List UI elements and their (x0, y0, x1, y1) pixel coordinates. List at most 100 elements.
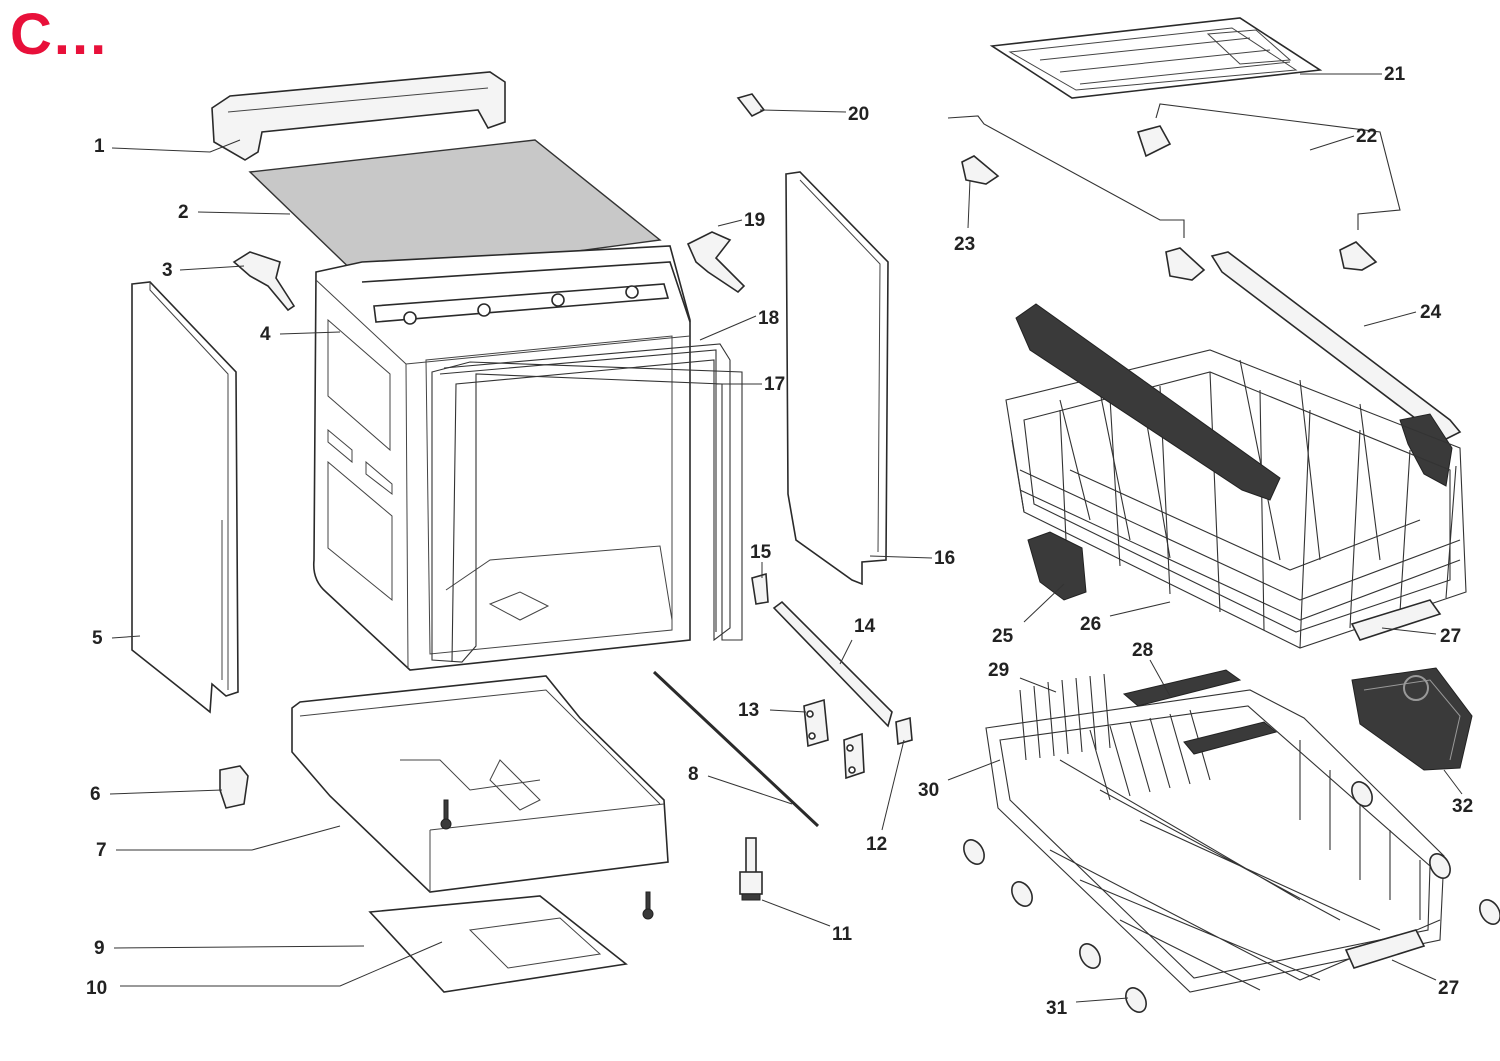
control-knobs (403, 285, 639, 325)
callout-25: 25 (992, 626, 1014, 647)
callout-7: 7 (96, 840, 107, 861)
part-door-seal (443, 343, 731, 663)
part-rod (652, 670, 820, 828)
callout-4: 4 (260, 324, 271, 345)
part-bracket-left (232, 251, 296, 312)
callout-20: 20 (848, 104, 869, 125)
part-rack-holders (961, 125, 1378, 281)
leader-11 (761, 899, 831, 927)
part-foot-screw (739, 837, 763, 901)
part-cutlery-tray (989, 17, 1323, 99)
part-handle-upper (1350, 599, 1442, 641)
callout-23: 23 (954, 234, 975, 255)
diagram-title: C... (10, 2, 109, 67)
callout-21: 21 (1384, 64, 1406, 85)
callout-12: 12 (866, 834, 887, 855)
leader-27b (1391, 959, 1437, 981)
part-hinge-brackets (803, 698, 865, 780)
callout-5: 5 (92, 628, 103, 649)
part-valve (219, 765, 249, 809)
part-cup-rack (1122, 669, 1242, 707)
leader-31 (1075, 997, 1129, 1003)
callout-14: 14 (854, 616, 876, 637)
callout-30: 30 (918, 780, 939, 801)
callout-18: 18 (758, 308, 779, 329)
part-side-panel-right (785, 171, 889, 586)
callout-22: 22 (1356, 126, 1377, 147)
leader-9 (113, 945, 365, 949)
leader-5 (111, 635, 141, 639)
callout-19: 19 (744, 210, 765, 231)
part-tub-cabinet (312, 245, 691, 671)
callout-29: 29 (988, 660, 1009, 681)
part-base-tray (291, 675, 669, 893)
leader-25 (1023, 583, 1065, 623)
leader-26 (1109, 601, 1171, 617)
part-adjuster (1027, 531, 1087, 601)
leader-8 (707, 775, 793, 805)
callout-15: 15 (750, 542, 772, 563)
part-rail-wire (1155, 103, 1401, 230)
callout-17: 17 (764, 374, 785, 395)
leader-30 (947, 759, 1001, 781)
part-basket-spray-arm (1015, 303, 1281, 501)
leader-23 (967, 179, 971, 229)
leader-16 (869, 555, 933, 559)
leader-22 (1309, 135, 1355, 151)
callout-32: 32 (1452, 796, 1473, 817)
callout-31: 31 (1046, 998, 1068, 1019)
leader-24 (1363, 311, 1417, 327)
callout-10: 10 (86, 978, 107, 999)
part-door-strip (772, 600, 893, 728)
leader-28 (1149, 659, 1171, 697)
part-wheels (963, 781, 1500, 1013)
leader-27a (1381, 627, 1437, 635)
leader-12 (881, 739, 905, 831)
leader-7 (116, 825, 341, 851)
part-top-panel (248, 139, 662, 281)
part-lower-clips (1183, 721, 1278, 755)
callout-24: 24 (1420, 302, 1442, 323)
callout-11: 11 (832, 924, 853, 945)
leader-4 (279, 331, 341, 335)
leader-14 (839, 639, 853, 665)
leader-18 (699, 315, 757, 341)
leader-13 (769, 709, 807, 713)
part-handle-lower (1344, 929, 1426, 969)
callout-8: 8 (688, 764, 699, 785)
callout-layer: 1 2 3 4 5 6 7 8 9 10 11 12 13 (86, 64, 1473, 1019)
leader-6 (109, 789, 223, 795)
callout-27b: 27 (1438, 978, 1459, 999)
leader-2 (197, 211, 291, 215)
leader-19 (717, 219, 743, 227)
callout-26: 26 (1080, 614, 1101, 635)
part-bottom-cover (368, 895, 628, 993)
part-bracket-right (686, 231, 746, 294)
part-spray-rail (1210, 251, 1462, 487)
callout-3: 3 (162, 260, 173, 281)
callout-1: 1 (94, 136, 105, 157)
part-lower-basket (985, 673, 1445, 993)
callout-16: 16 (934, 548, 955, 569)
part-hinge-clip (751, 572, 769, 605)
callout-2: 2 (178, 202, 189, 223)
leader-20 (759, 109, 847, 113)
callout-28: 28 (1132, 640, 1153, 661)
callout-6: 6 (90, 784, 101, 805)
part-hinge-pin (895, 716, 913, 746)
part-upper-basket (1005, 349, 1467, 649)
part-clip (736, 93, 766, 118)
callout-13: 13 (738, 700, 759, 721)
leader-10 (120, 941, 443, 987)
part-cutlery-basket (1351, 667, 1473, 771)
leader-32 (1443, 769, 1463, 795)
leader-29 (1019, 677, 1057, 693)
part-top-trim (211, 71, 506, 161)
callout-9: 9 (94, 938, 105, 959)
callout-27a: 27 (1440, 626, 1461, 647)
leader-3 (179, 265, 245, 271)
leader-1 (111, 139, 241, 153)
part-side-panel-left (131, 281, 239, 714)
